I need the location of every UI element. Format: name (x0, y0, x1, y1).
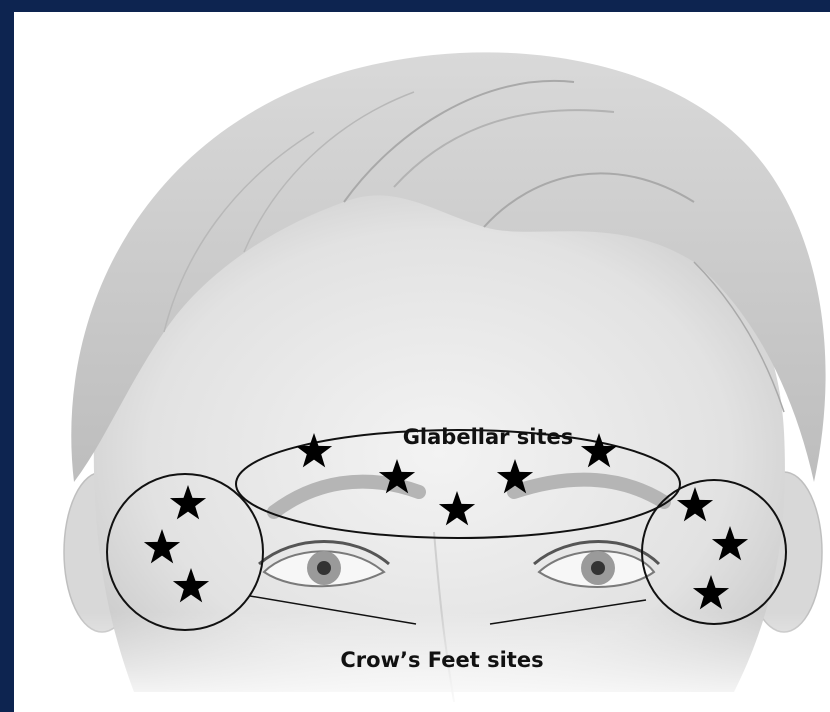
face-diagram: Glabellar sites (14, 12, 830, 712)
illustration-panel: Glabellar sites (14, 12, 830, 712)
crows-feet-label: Crow’s Feet sites (340, 648, 543, 672)
glabellar-label: Glabellar sites (403, 425, 574, 449)
